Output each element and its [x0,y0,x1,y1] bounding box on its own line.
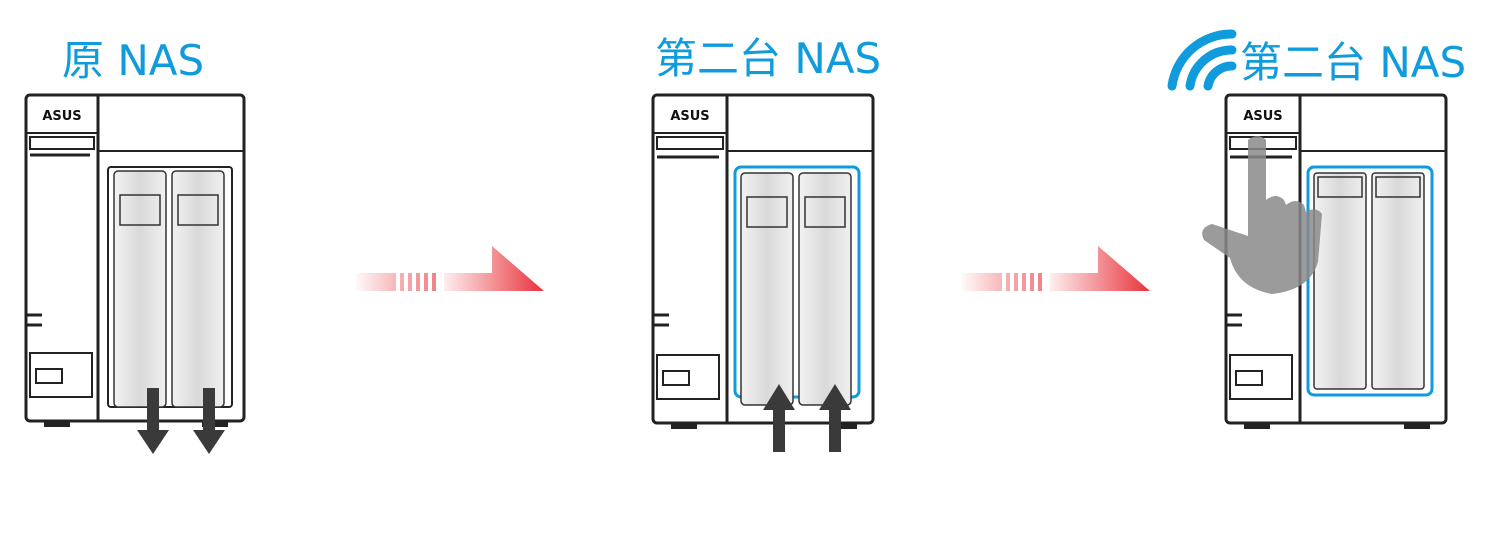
panel-1-title: 原 NAS [62,36,205,85]
pointing-hand-icon [1202,136,1322,294]
nas-1-brand: ASUS [42,109,81,124]
right-arrow-icon [356,246,544,291]
nas-unit-second: ASUS [651,93,875,429]
nas-unit-second-active: ASUS [1224,93,1448,429]
nas-3-brand: ASUS [1243,109,1282,124]
right-arrow-icon [962,246,1150,291]
up-arrow-icon [763,384,795,452]
nas-unit-original: ASUS [24,93,246,427]
panel-3-title: 第二台 NAS [1240,38,1467,87]
down-arrow-icon [193,388,225,454]
wifi-icon [1167,29,1237,91]
up-arrow-icon [819,384,851,452]
nas-2-brand: ASUS [670,109,709,124]
panel-2-title: 第二台 NAS [655,34,882,83]
down-arrow-icon [137,388,169,454]
